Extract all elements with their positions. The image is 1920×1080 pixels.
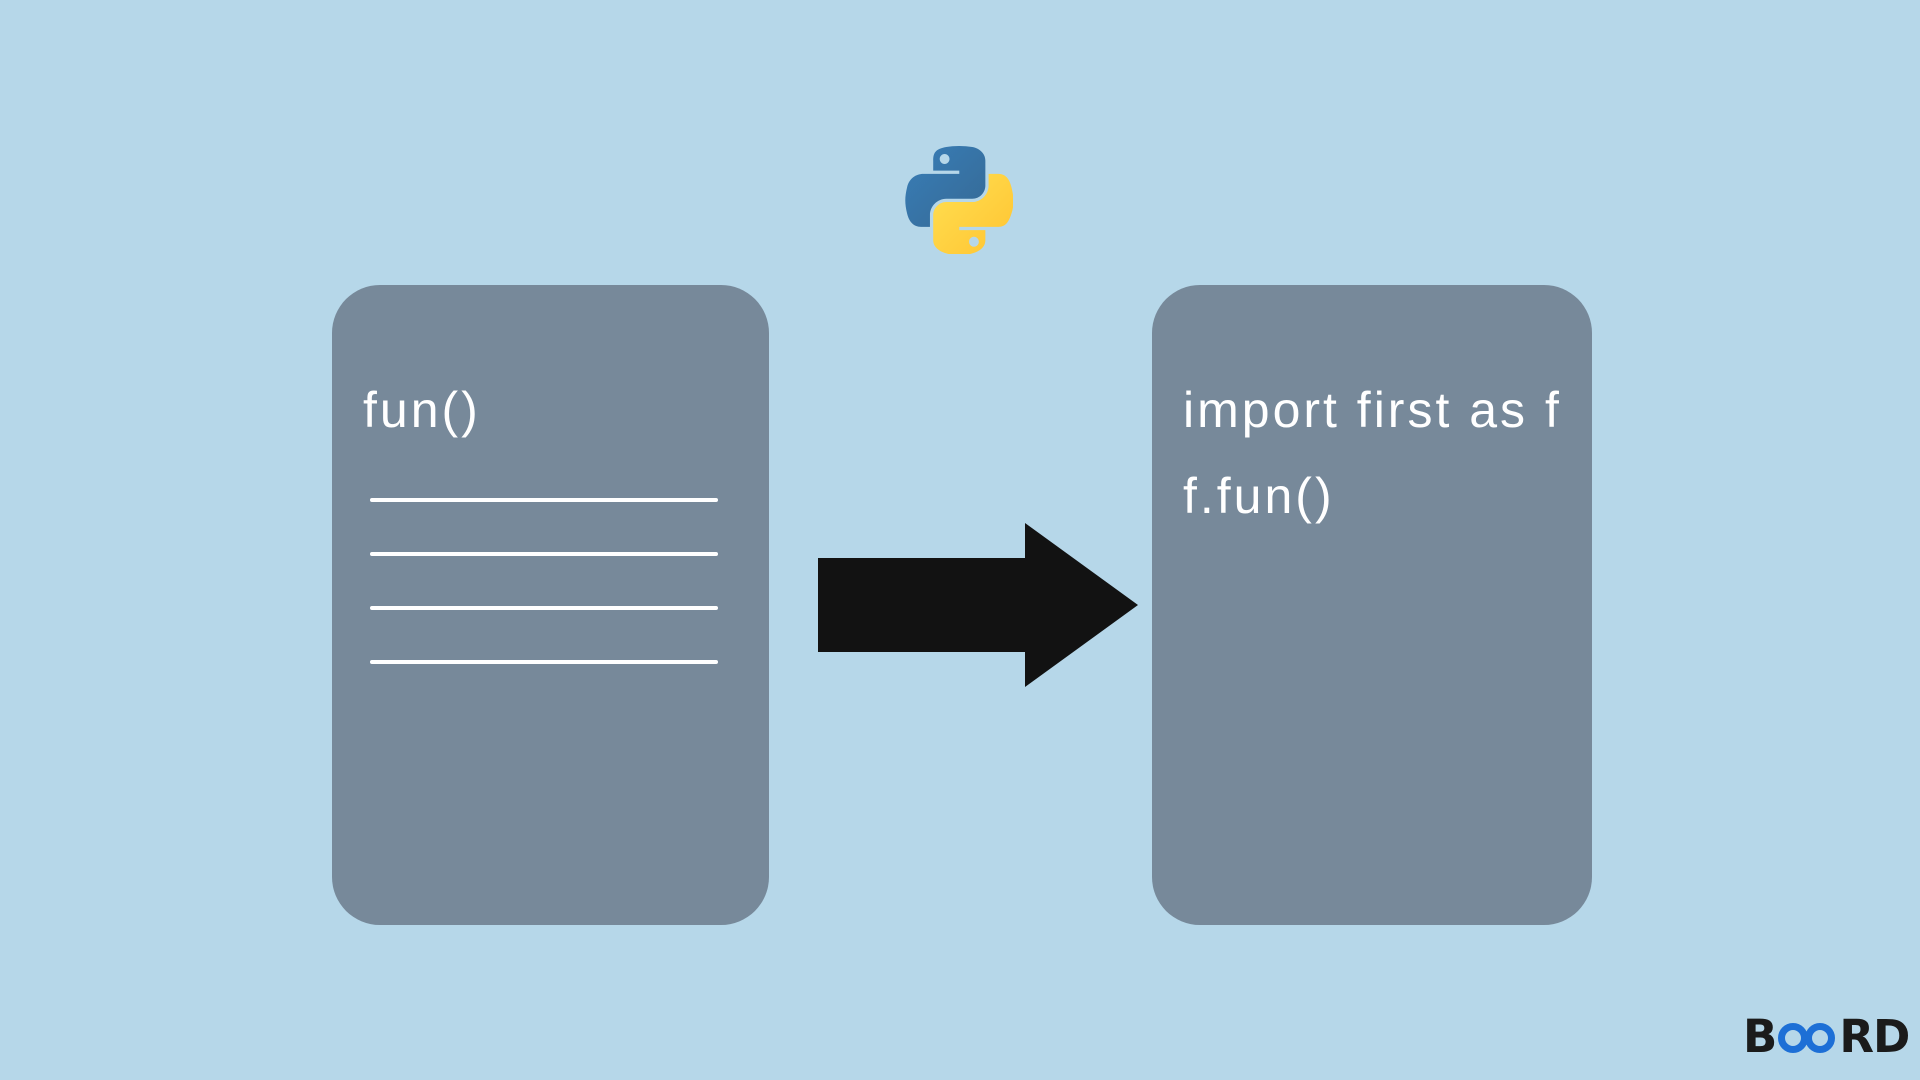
infinity-icon — [1778, 1023, 1836, 1053]
module-definition-card: fun() — [332, 285, 769, 925]
module-usage-card: import first as f f.fun() — [1152, 285, 1592, 925]
placeholder-line — [370, 660, 718, 664]
brand-letters-rd: RD — [1839, 1009, 1910, 1063]
placeholder-line — [370, 552, 718, 556]
board-logo: B RD — [1743, 1009, 1910, 1063]
function-definition-label: fun() — [363, 382, 481, 438]
right-arrow-icon — [818, 523, 1138, 687]
placeholder-line — [370, 606, 718, 610]
function-call-label: f.fun() — [1183, 468, 1335, 524]
import-statement-label: import first as f — [1183, 382, 1562, 438]
placeholder-line — [370, 498, 718, 502]
placeholder-lines — [370, 498, 718, 714]
python-icon — [905, 146, 1013, 254]
brand-letter-b: B — [1743, 1009, 1777, 1063]
